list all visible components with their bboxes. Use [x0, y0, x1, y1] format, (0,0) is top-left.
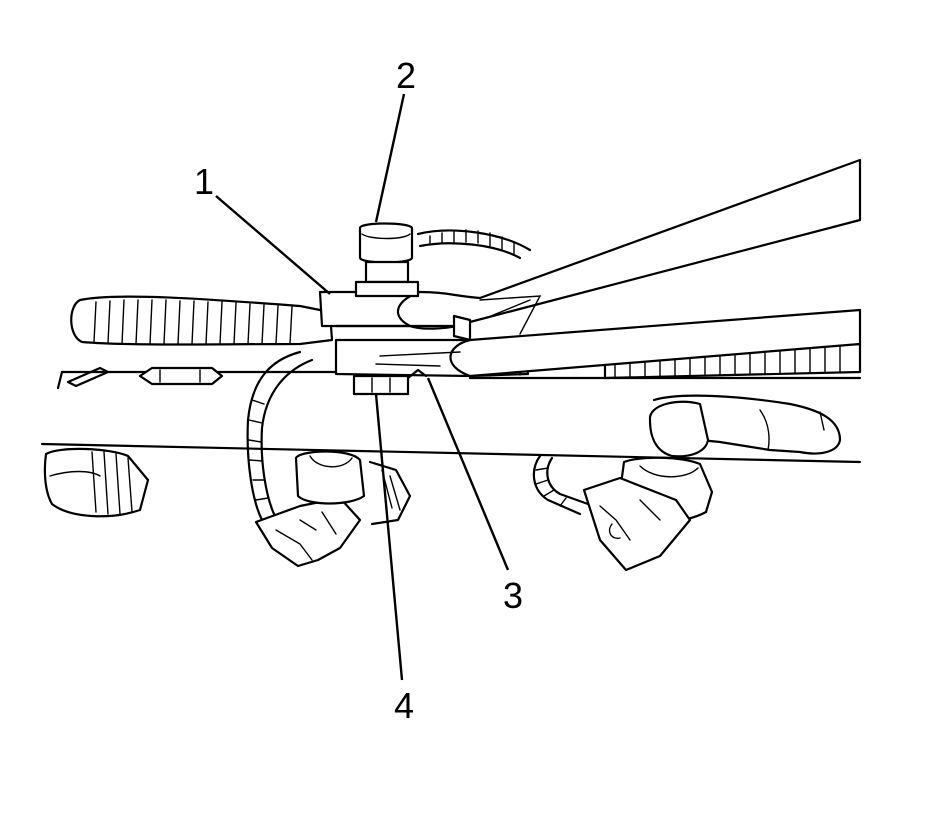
leader-4 — [374, 393, 404, 681]
injector-left — [254, 450, 412, 568]
callout-1: 1 — [194, 161, 214, 202]
injector-wire-right — [532, 454, 590, 516]
wire-loop — [416, 229, 532, 260]
lower-nut — [352, 368, 428, 396]
fuel-line-fitting — [354, 222, 420, 298]
callout-3: 3 — [503, 575, 523, 616]
rail-marker — [66, 366, 224, 388]
wrench-lower — [334, 308, 862, 378]
leader-3 — [426, 377, 510, 571]
injector-right — [582, 394, 842, 572]
leader-lines — [215, 93, 510, 681]
leader-1 — [215, 195, 331, 295]
injector-far-left — [43, 447, 150, 518]
callout-4: 4 — [394, 685, 414, 726]
wiring-harness-conduit-left — [70, 295, 334, 346]
callout-2: 2 — [396, 55, 416, 96]
fuel-rail — [40, 370, 862, 464]
injector-wire-left — [246, 350, 314, 522]
leader-2 — [374, 93, 406, 223]
